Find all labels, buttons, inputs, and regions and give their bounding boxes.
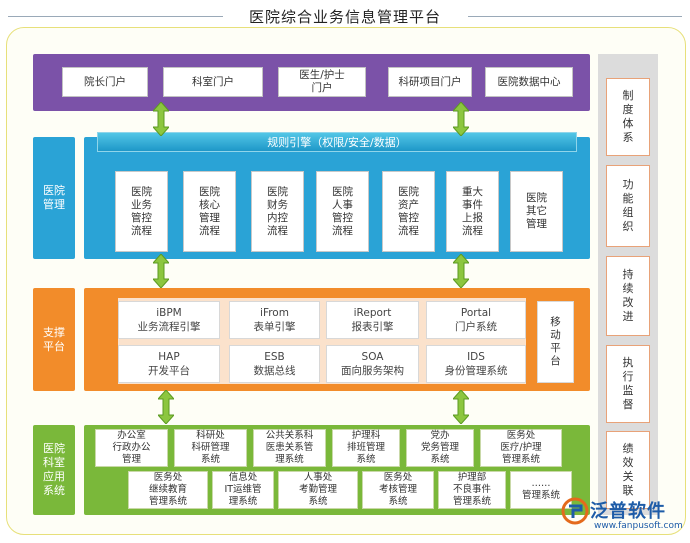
mgmt-box-finance: 医院 财务 内控 流程	[251, 171, 304, 252]
support-box-ids-desc: 身份管理系统	[444, 365, 508, 377]
support-box-ifrom-name: iFrom	[260, 307, 289, 319]
logo-name: 泛普软件	[590, 501, 666, 522]
mgmt-box-major-event: 重大 事件 上报 流程	[446, 171, 499, 252]
side-label-systems: 医院 科室 应用 系统	[33, 425, 75, 515]
support-box-ibpm-desc: 业务流程引擎	[137, 321, 201, 333]
mgmt-box-hr: 医院 人事 管控 流程	[316, 171, 369, 252]
logo-url: www.fanpusoft.com	[594, 521, 683, 531]
support-box-ireport-name: iReport	[353, 307, 392, 319]
system-box-it-ops: 信息处 IT运维管 理系统	[212, 471, 274, 509]
title-rule-right	[468, 16, 682, 17]
portal-box-doctor-nurse: 医生/护士 门户	[278, 67, 366, 97]
support-box-esb: ESB 数据总线	[229, 345, 320, 383]
support-box-hap-desc: 开发平台	[148, 365, 190, 377]
double-arrow-icon	[453, 102, 469, 136]
double-arrow-icon	[453, 254, 469, 288]
page-title: 医院综合业务信息管理平台	[248, 8, 441, 26]
support-box-ifrom-desc: 表单引擎	[253, 321, 296, 333]
support-box-hap-name: HAP	[158, 351, 180, 363]
right-box-function: 功 能 组 织	[606, 165, 650, 247]
right-box-improvement: 持 续 改 进	[606, 256, 650, 336]
double-arrow-icon	[153, 102, 169, 136]
title-rule-left	[8, 16, 223, 17]
system-box-party: 党办 党务管理 系统	[406, 429, 474, 467]
portal-box-research: 科研项目门户	[388, 67, 472, 97]
double-arrow-icon	[453, 390, 469, 424]
support-box-ifrom: iFrom 表单引擎	[229, 301, 320, 339]
system-box-attendance: 人事处 考勤管理 系统	[278, 471, 358, 509]
support-box-ids-name: IDS	[467, 351, 485, 363]
support-box-portal: Portal 门户系统	[426, 301, 526, 339]
support-box-mobile: 移 动 平 台	[537, 301, 574, 383]
side-label-support: 支撑 平台	[33, 288, 75, 391]
right-box-system: 制 度 体 系	[606, 78, 650, 156]
right-box-supervision: 执 行 监 督	[606, 345, 650, 423]
portal-box-department: 科室门户	[163, 67, 263, 97]
mgmt-box-core: 医院 核心 管理 流程	[183, 171, 236, 252]
support-box-esb-name: ESB	[264, 351, 285, 363]
double-arrow-icon	[158, 390, 174, 424]
mgmt-box-business: 医院 业务 管控 流程	[115, 171, 168, 252]
system-box-medical-nursing: 医务处 医疗/护理 管理系统	[480, 429, 562, 467]
support-box-ireport-desc: 报表引擎	[351, 321, 394, 333]
rule-engine-bar: 规则引擎（权限/安全/数据）	[97, 132, 577, 152]
system-box-public-relations: 公共关系科 医患关系管 理系统	[253, 429, 326, 467]
system-box-adverse-events: 护理部 不良事件 管理系统	[438, 471, 506, 509]
portal-box-president: 院长门户	[62, 67, 148, 97]
system-box-more: …… 管理系统	[510, 471, 572, 509]
support-box-esb-desc: 数据总线	[253, 365, 296, 377]
mgmt-box-other: 医院 其它 管理	[510, 171, 563, 252]
system-box-research: 科研处 科研管理 系统	[174, 429, 247, 467]
support-box-soa: SOA 面向服务架构	[326, 345, 419, 383]
portal-box-data-center: 医院数据中心	[485, 67, 573, 97]
system-box-education: 医务处 继续教育 管理系统	[128, 471, 208, 509]
support-box-ireport: iReport 报表引擎	[326, 301, 419, 339]
system-box-office: 办公室 行政办公 管理	[95, 429, 168, 467]
system-box-assessment: 医务处 考核管理 系统	[362, 471, 434, 509]
mgmt-box-assets: 医院 资产 管控 流程	[382, 171, 435, 252]
fanpu-logo-icon	[561, 497, 589, 525]
support-box-ibpm-name: iBPM	[156, 307, 182, 319]
support-box-ids: IDS 身份管理系统	[426, 345, 526, 383]
side-label-management: 医院 管理	[33, 137, 75, 259]
system-box-nursing-schedule: 护理科 排班管理 系统	[332, 429, 400, 467]
right-box-performance: 绩 效 关 联	[606, 431, 650, 509]
support-box-portal-desc: 门户系统	[455, 321, 497, 333]
support-box-soa-desc: 面向服务架构	[341, 365, 404, 377]
support-box-portal-name: Portal	[460, 307, 492, 319]
support-box-soa-name: SOA	[361, 351, 384, 363]
support-box-hap: HAP 开发平台	[118, 345, 220, 383]
support-box-ibpm: iBPM 业务流程引擎	[118, 301, 220, 339]
double-arrow-icon	[153, 254, 169, 288]
